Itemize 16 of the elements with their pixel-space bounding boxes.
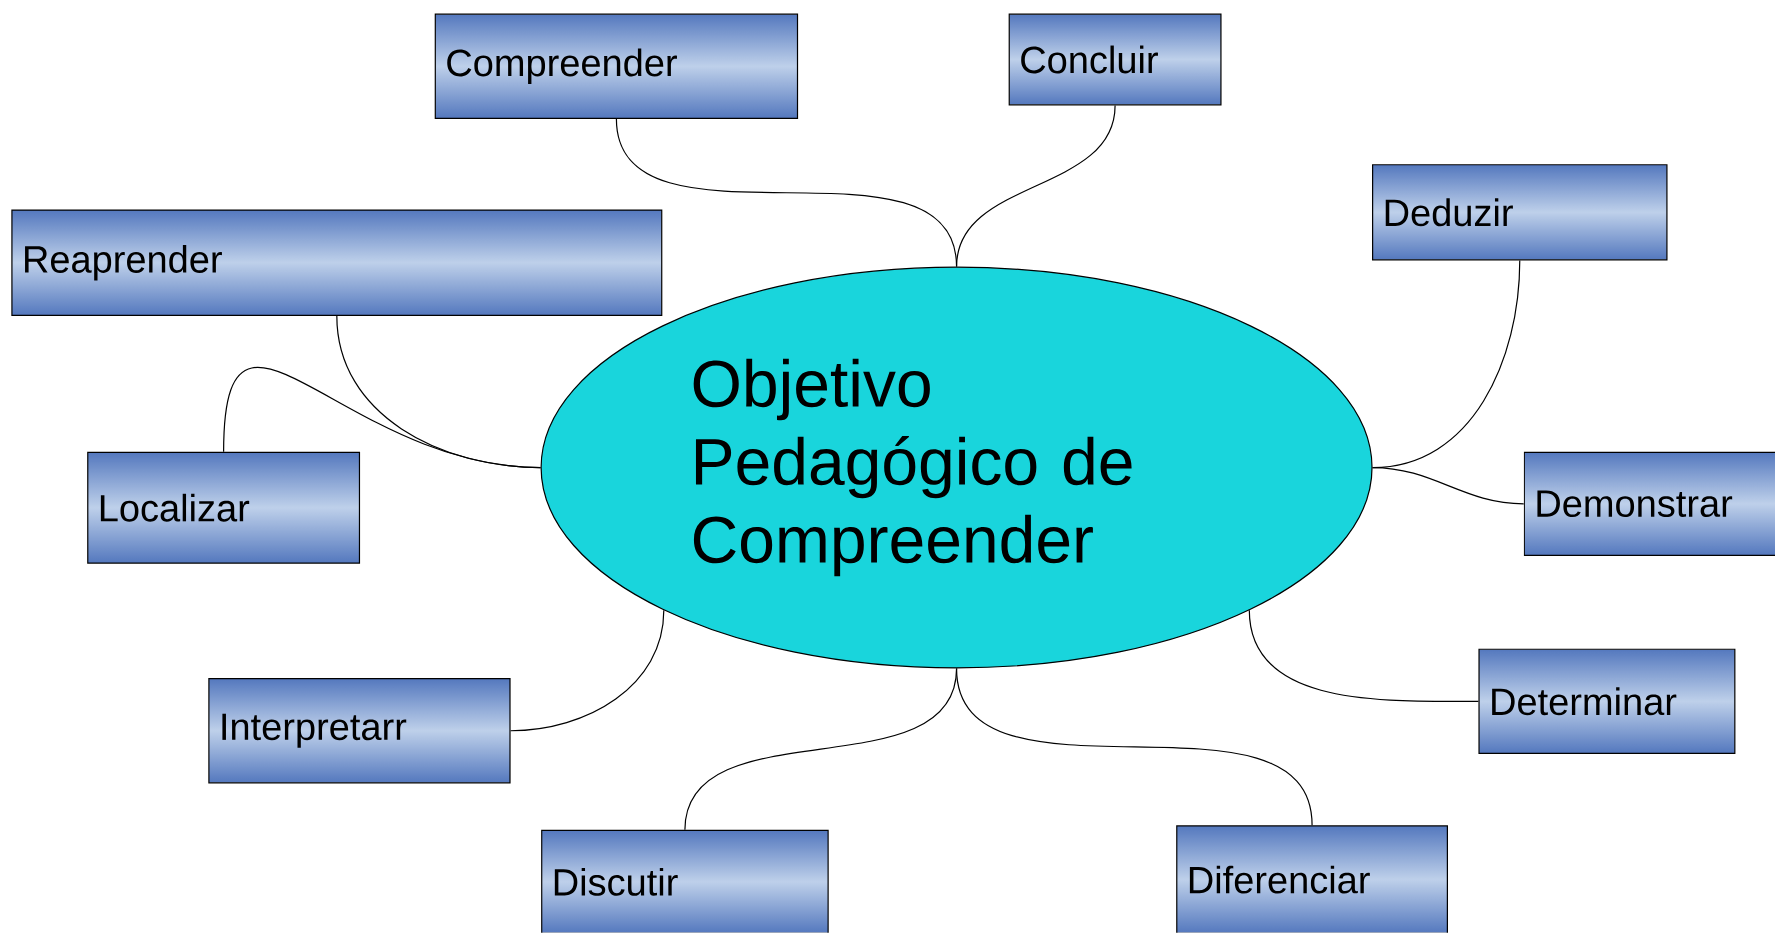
box: Localizar	[87, 451, 361, 564]
connector	[223, 367, 542, 469]
box: Reaprender	[11, 209, 663, 317]
box: Demonstrar	[1523, 451, 1775, 556]
connector	[1372, 467, 1525, 505]
box: Discutir	[541, 829, 829, 933]
box: Concluir	[1008, 13, 1222, 106]
connector	[510, 609, 665, 732]
connector	[955, 668, 1313, 826]
connector	[955, 104, 1116, 268]
box: Diferenciar	[1176, 825, 1448, 933]
box: Determinar	[1478, 648, 1736, 755]
box: Compreender	[434, 13, 799, 119]
box: Deduzir	[1372, 164, 1668, 261]
box: Interpretarr	[208, 678, 511, 784]
connector	[1248, 609, 1480, 703]
